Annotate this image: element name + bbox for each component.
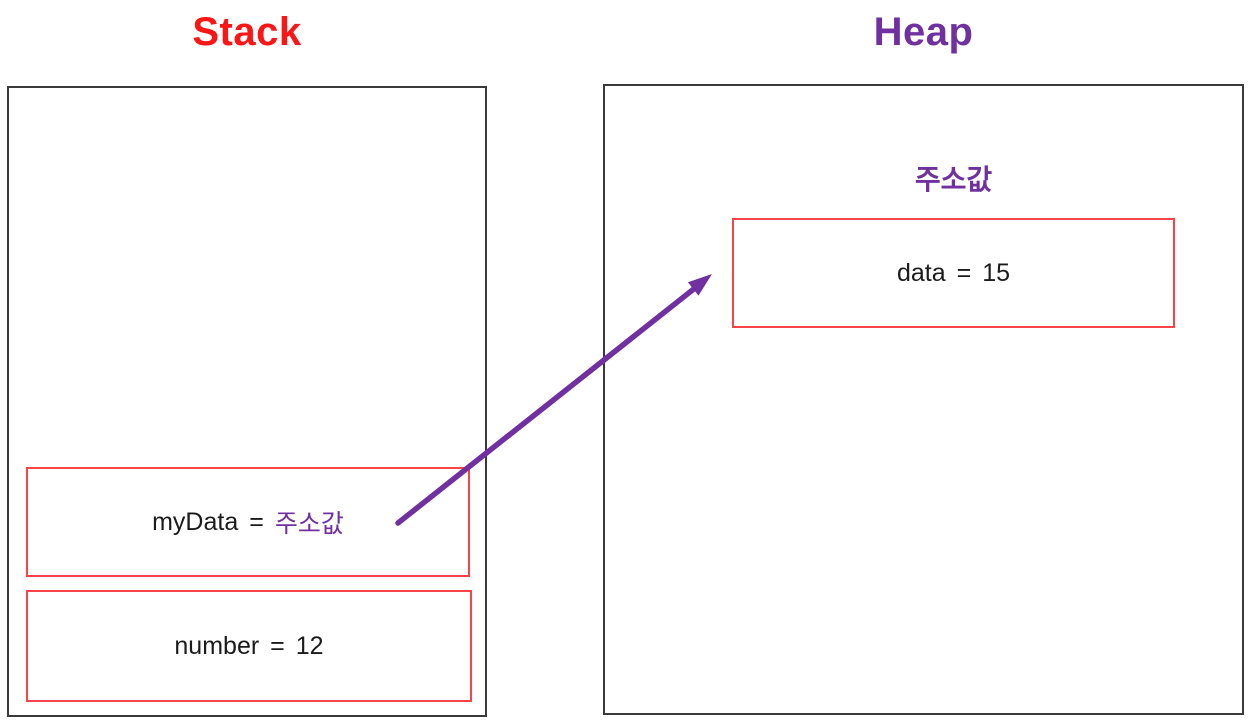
equals-sign: = bbox=[956, 258, 972, 287]
heap-title: Heap bbox=[873, 10, 974, 54]
variable-name: myData bbox=[152, 507, 239, 536]
heap-address-label: 주소값 bbox=[914, 164, 993, 195]
variable-name: number bbox=[174, 631, 260, 660]
heap-region bbox=[603, 84, 1244, 715]
stack-frame-mydata: myData = 주소값 bbox=[26, 467, 470, 577]
heap-frame-data: data = 15 bbox=[732, 218, 1175, 328]
equals-sign: = bbox=[249, 507, 264, 536]
variable-value: 12 bbox=[295, 631, 324, 660]
equals-sign: = bbox=[270, 631, 285, 660]
variable-name: data bbox=[896, 258, 946, 287]
variable-value: 15 bbox=[982, 258, 1011, 287]
stack-title: Stack bbox=[192, 10, 302, 54]
pointer-value: 주소값 bbox=[274, 510, 344, 538]
stack-frame-number: number = 12 bbox=[26, 590, 472, 702]
